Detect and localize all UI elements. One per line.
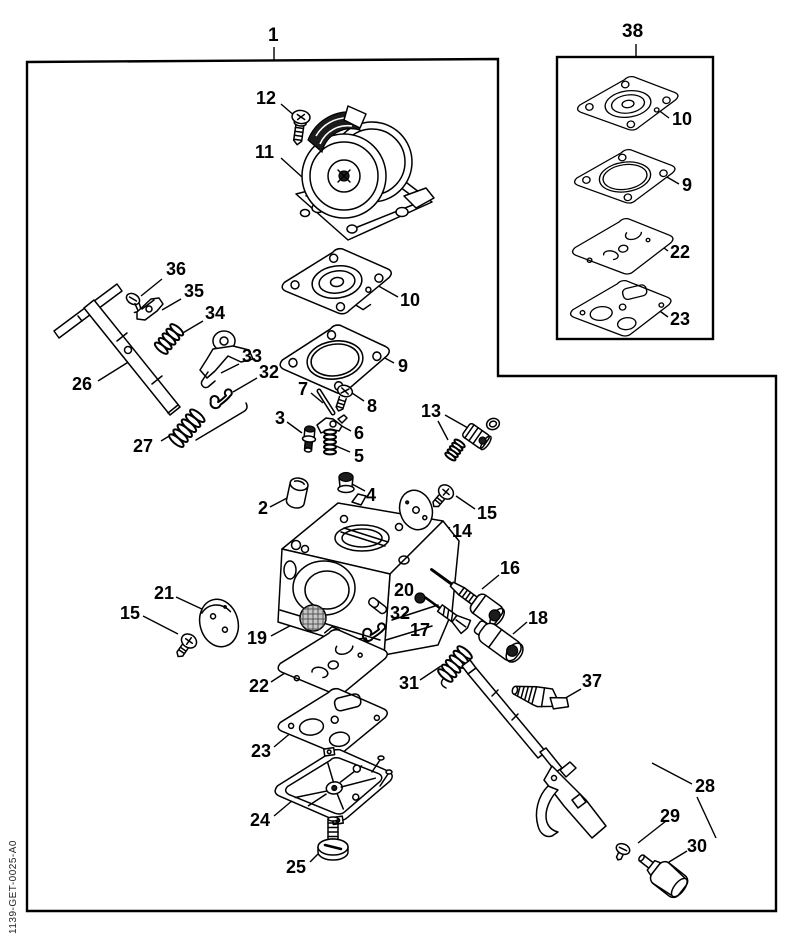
part-34-spring [153,323,185,355]
part-22-inset-pump-diaphragm [571,217,674,275]
part-15-screw-left [176,633,198,658]
callout-20: 20 [394,580,415,600]
callout-38: 38 [622,21,644,42]
part-13-kit [444,417,501,462]
callout-11: 11 [255,142,275,162]
callout-13: 13 [421,401,442,421]
part-9-gasket [279,324,390,395]
callout-15-right: 15 [477,503,498,523]
part-12-screw [291,109,311,146]
callout-10: 10 [400,290,421,310]
part-5-spring [323,428,337,456]
part-15-screw-right [432,484,455,508]
callout-19: 19 [247,628,268,648]
callout-3: 3 [275,408,286,428]
callout-22-inset: 22 [670,242,691,262]
callout-4: 4 [366,485,377,505]
callout-32-right: 32 [390,603,411,623]
main-frame-border [25,57,778,913]
callout-37: 37 [582,671,603,691]
part-17-adjust-screw-low [424,596,472,635]
callout-35: 35 [184,281,205,301]
callout-27: 27 [133,436,154,456]
callout-22: 22 [249,676,270,696]
callout-8: 8 [367,396,378,416]
callout-28: 28 [695,776,716,796]
part-33-lever [199,330,254,389]
part-8-screw [335,384,354,412]
inset-frame-border [555,55,715,341]
part-32-clip-left [209,388,233,410]
callout-5: 5 [354,446,365,466]
callout-24: 24 [250,810,271,830]
callout-12: 12 [256,88,277,108]
part-20-sleeve [368,597,388,615]
part-29-screw [615,842,631,861]
part-28-shaft-assembly [461,659,607,839]
callout-1: 1 [268,25,279,46]
part-24-pins [371,755,393,787]
part-32-clip-right [361,622,386,642]
part-25-screw [317,816,349,861]
callout-6: 6 [354,423,365,443]
part-23-gasket [277,687,388,755]
callout-14: 14 [452,521,473,541]
part-30-valve-cap [638,854,689,899]
drawing-number: 1139-GET-0025-A0 [8,840,19,934]
part-14-disc [398,489,434,531]
part-18-cap [473,620,524,663]
callout-32-left: 32 [259,362,280,382]
part-27-spring [168,402,248,448]
part-4-valve [337,471,355,494]
callout-31: 31 [399,673,420,693]
callout-15-left: 15 [120,603,141,623]
part-35-lever [136,297,164,321]
callout-18: 18 [528,608,549,628]
part-3-nozzle [301,425,317,453]
leader-lines [97,44,717,863]
part-19-screen [299,604,327,632]
callout-26: 26 [72,374,93,394]
part-10-diaphragm [281,247,392,315]
part-7-pin [316,388,336,416]
callout-30: 30 [687,836,708,856]
callout-2: 2 [258,498,269,518]
part-37-plug-screw [511,685,570,710]
callout-36: 36 [166,259,187,279]
part-9-inset-gasket [573,148,676,204]
callout-33: 33 [242,346,263,366]
part-6-lever [316,414,348,434]
callout-23-inset: 23 [670,309,691,329]
callout-7: 7 [298,379,309,399]
callout-9: 9 [398,356,409,376]
part-26-choke-shaft [53,283,181,416]
callout-29: 29 [660,806,681,826]
part-10-inset-diaphragm [576,75,679,131]
callout-17: 17 [410,620,431,640]
part-23-inset-gasket [569,279,672,337]
callout-16: 16 [500,558,521,578]
callout-21: 21 [154,583,175,603]
callout-23: 23 [251,741,272,761]
part-11-end-cover [295,105,435,241]
part-21-cover-disc [198,598,240,648]
callout-9-inset: 9 [682,175,693,195]
part-2-plug [285,477,309,509]
callout-34: 34 [205,303,226,323]
part-31-spring [437,645,473,689]
callout-25: 25 [286,857,307,877]
callout-10-inset: 10 [672,109,693,129]
